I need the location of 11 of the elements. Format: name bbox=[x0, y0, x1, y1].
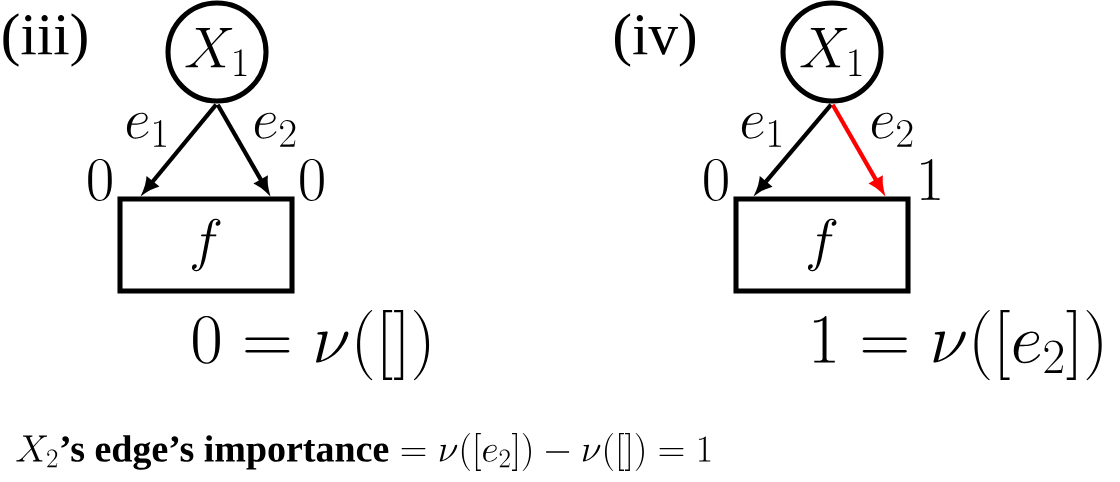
function-box: $f$ bbox=[733, 196, 911, 294]
caption: $X_2\textbf{'s edge's importance} = \nu([e_2]) - \nu([]) = 1$ bbox=[16, 433, 711, 471]
value-label: $0$ bbox=[300, 159, 324, 201]
value-label: $0$ bbox=[88, 159, 112, 201]
value-formula: $0 = \nu([])$ bbox=[193, 309, 430, 381]
value-formula: $1 = \nu([e_2])$ bbox=[813, 309, 1102, 381]
function-box: $f$ bbox=[117, 196, 295, 294]
panel-label: (iii) bbox=[3, 13, 87, 67]
value-label: $1$ bbox=[921, 159, 940, 200]
panel-label: (iv) bbox=[615, 13, 696, 67]
value-label: $0$ bbox=[704, 159, 728, 201]
